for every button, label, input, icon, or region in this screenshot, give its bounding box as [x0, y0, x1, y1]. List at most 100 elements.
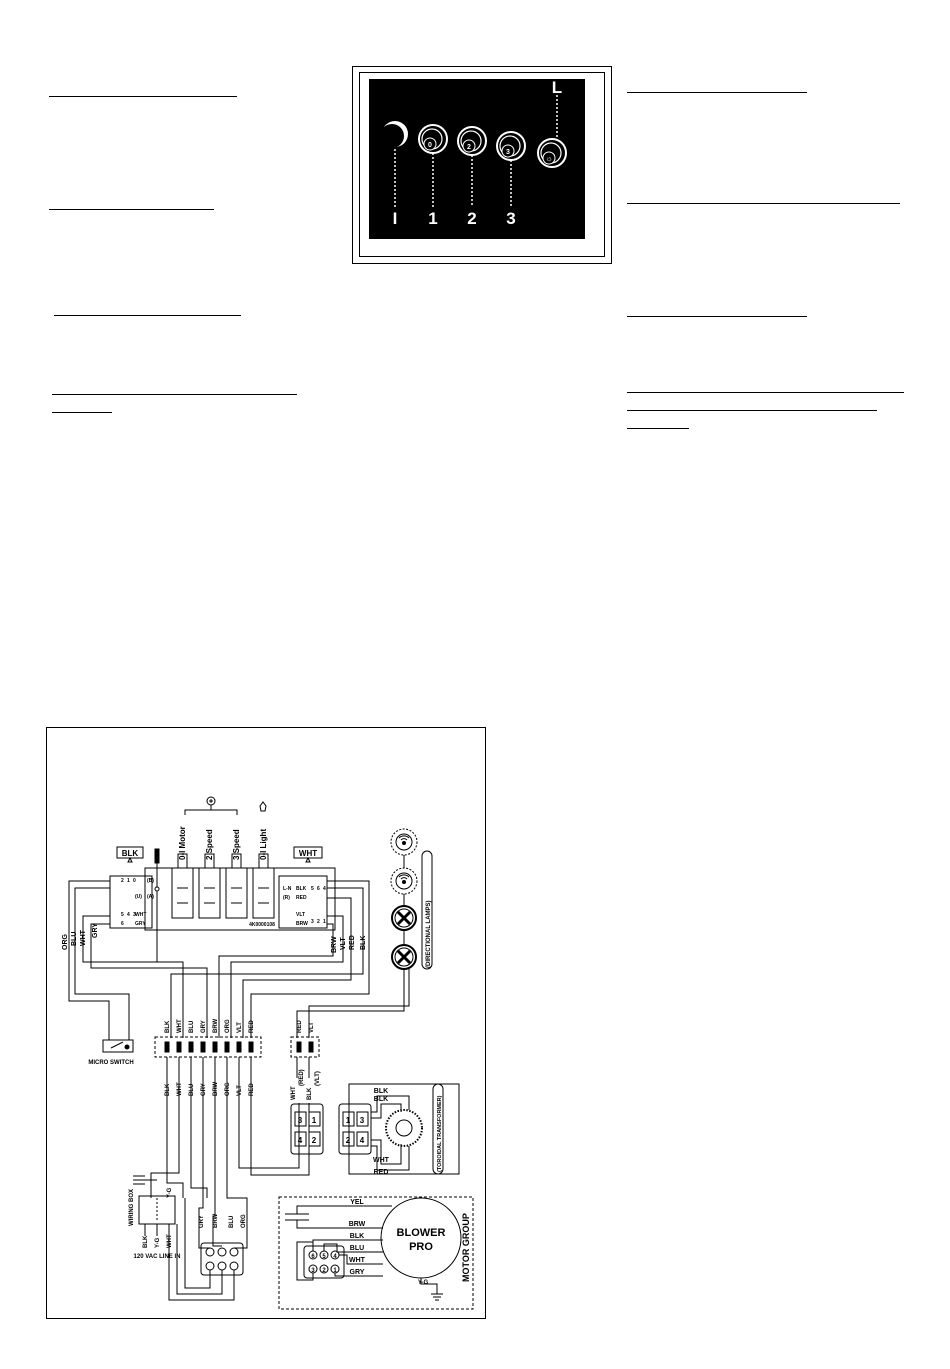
- conn-top-2: WHT: [177, 1019, 183, 1033]
- lamp-conn-top-2: VLT: [309, 1022, 315, 1033]
- left-pin-1: 2: [121, 878, 124, 884]
- section-rule: [627, 316, 807, 317]
- right-drop-1: BRW: [331, 936, 338, 953]
- panel-label-2: 2: [467, 209, 476, 228]
- wiring-box: WIRING BOX Y-G BLK Y-G WHT 120 VAC LINE …: [129, 1187, 180, 1260]
- ground-icon: [133, 1175, 157, 1185]
- conn-top-4: GRY: [201, 1020, 207, 1033]
- blower-title: BLOWER: [397, 1227, 446, 1239]
- light-symbol-icon: ☼: [545, 154, 552, 163]
- panel-label-1: 1: [428, 209, 437, 228]
- section-rule: [627, 92, 807, 93]
- toroidal-transformer: 1 3 2 4 BLK BLK WHT RED (TOROIDAL TRANSF…: [338, 1083, 460, 1176]
- right-pin-3: 4: [323, 886, 326, 892]
- left-pin-2: 1: [127, 878, 130, 884]
- conn-top-1: BLK: [165, 1020, 171, 1033]
- lamp-conn-bottom-4: (VLT): [315, 1071, 321, 1086]
- right-drop-4: BLK: [360, 936, 367, 950]
- motor-wire-blu: BLU: [350, 1245, 364, 1252]
- section-rule: [54, 315, 241, 316]
- plug-pin-3: 3: [298, 1116, 303, 1125]
- section-rule: [52, 412, 112, 413]
- left-code-2: (A): [147, 894, 154, 900]
- motor-pin-2: 2: [322, 1268, 326, 1274]
- box-drop-4: ORG: [241, 1214, 247, 1228]
- transformer-plug: 3 1 4 2: [290, 1103, 324, 1155]
- switch-label-light: 0-I Light: [259, 829, 268, 860]
- main-rocker[interactable]: [380, 121, 408, 207]
- right-code-5: L-N: [283, 886, 292, 892]
- section-rule: [49, 96, 237, 97]
- conn-bottom-7: VLT: [237, 1085, 243, 1096]
- motor-group-label: MOTOR GROUP: [461, 1213, 471, 1282]
- micro-switch[interactable]: MICRO SWITCH: [88, 1028, 134, 1066]
- motor-pin-6: 6: [311, 1254, 315, 1260]
- knob-motor-inner: 0: [428, 142, 432, 149]
- motor-wire-brw: BRW: [349, 1221, 366, 1228]
- panel-label-3: 3: [506, 209, 515, 228]
- conn-bottom-4: GRY: [201, 1083, 207, 1096]
- blower-sub: PRO: [409, 1241, 433, 1253]
- section-rule: [627, 203, 900, 204]
- control-panel-figure: 0 2 3 ☼ I 1 2 3: [352, 66, 612, 264]
- motor-pin-1: 1: [333, 1268, 337, 1274]
- panel-label-l: L: [552, 78, 562, 97]
- main-connector: [154, 1036, 262, 1058]
- control-panel-frame: [359, 72, 605, 257]
- section-rule: [627, 410, 877, 411]
- knob-light[interactable]: ☼: [537, 95, 567, 168]
- trans-wire-1: BLK: [374, 1088, 388, 1095]
- terminal-block: [168, 1198, 248, 1301]
- motor-wire-gry: GRY: [350, 1269, 365, 1276]
- wiring-diagram: 0-I Motor 2 Speed 3 Speed 0-I Light BLK …: [46, 727, 486, 1319]
- plug-pin-1: 1: [312, 1116, 317, 1125]
- left-drop-3: WHT: [80, 929, 87, 946]
- switch-group-bracket: [184, 796, 267, 815]
- switch-label-speed3: 3 Speed: [232, 829, 241, 860]
- right-code-3: VLT: [296, 912, 305, 918]
- conn-top-8: RED: [249, 1020, 255, 1033]
- knob-speed-3[interactable]: 3: [496, 131, 526, 207]
- knob-speed-2[interactable]: 2: [457, 126, 487, 207]
- lamp-conn-bottom-3: BLK: [307, 1087, 313, 1100]
- right-pin-1: 5: [311, 886, 314, 892]
- left-pin-4: 4: [127, 912, 130, 918]
- micro-switch-label: MICRO SWITCH: [88, 1060, 133, 1066]
- conn-top-5: BRW: [213, 1018, 219, 1033]
- box-wire-2: Y-G: [155, 1237, 161, 1248]
- right-code-6: (R): [283, 895, 290, 901]
- knob-motor[interactable]: 0: [418, 124, 448, 207]
- right-pin-6: 1: [323, 919, 326, 925]
- right-pin-2: 6: [317, 886, 320, 892]
- left-pin-6: 6: [121, 921, 124, 927]
- left-pin-3: 5: [121, 912, 124, 918]
- tag-right: WHT: [299, 849, 317, 858]
- motor-wire-yel: YEL: [350, 1199, 364, 1206]
- motor-wire-blk: BLK: [350, 1233, 364, 1240]
- trans-pin-1: 1: [346, 1116, 351, 1125]
- trans-wire-4: RED: [374, 1169, 389, 1176]
- switch-label-motor: 0-I Motor: [178, 826, 187, 860]
- lamp-conn-top-1: RED: [297, 1020, 303, 1033]
- conn-bottom-1: BLK: [165, 1083, 171, 1096]
- switch-board: 4K0000108: [109, 853, 336, 931]
- panel-label-main: I: [393, 209, 398, 228]
- section-rule: [627, 392, 904, 393]
- yg-box-label: Y-G: [167, 1187, 173, 1198]
- conn-bottom-3: BLU: [189, 1084, 195, 1096]
- left-pin-5: 3: [133, 912, 136, 918]
- trans-pin-2: 2: [346, 1136, 351, 1145]
- transformer-label: (TOROIDAL TRANSFORMER): [437, 1095, 443, 1172]
- directional-lamps: (DIRECTIONAL LAMPS): [390, 828, 433, 970]
- lamp-conn-bottom-1: WHT: [291, 1086, 297, 1100]
- motor-pin-4: 4: [333, 1254, 337, 1260]
- wiring-box-label: WIRING BOX: [129, 1189, 135, 1226]
- motor-wire-wht: WHT: [349, 1257, 366, 1264]
- trans-wire-2: BLK: [374, 1096, 388, 1103]
- conn-bottom-8: RED: [249, 1083, 255, 1096]
- left-code-4: WHT: [135, 912, 146, 918]
- section-rule: [49, 209, 214, 210]
- right-pin-4: 3: [311, 919, 314, 925]
- lamp-connector: [290, 1036, 320, 1058]
- left-drop-2: BLU: [71, 932, 78, 946]
